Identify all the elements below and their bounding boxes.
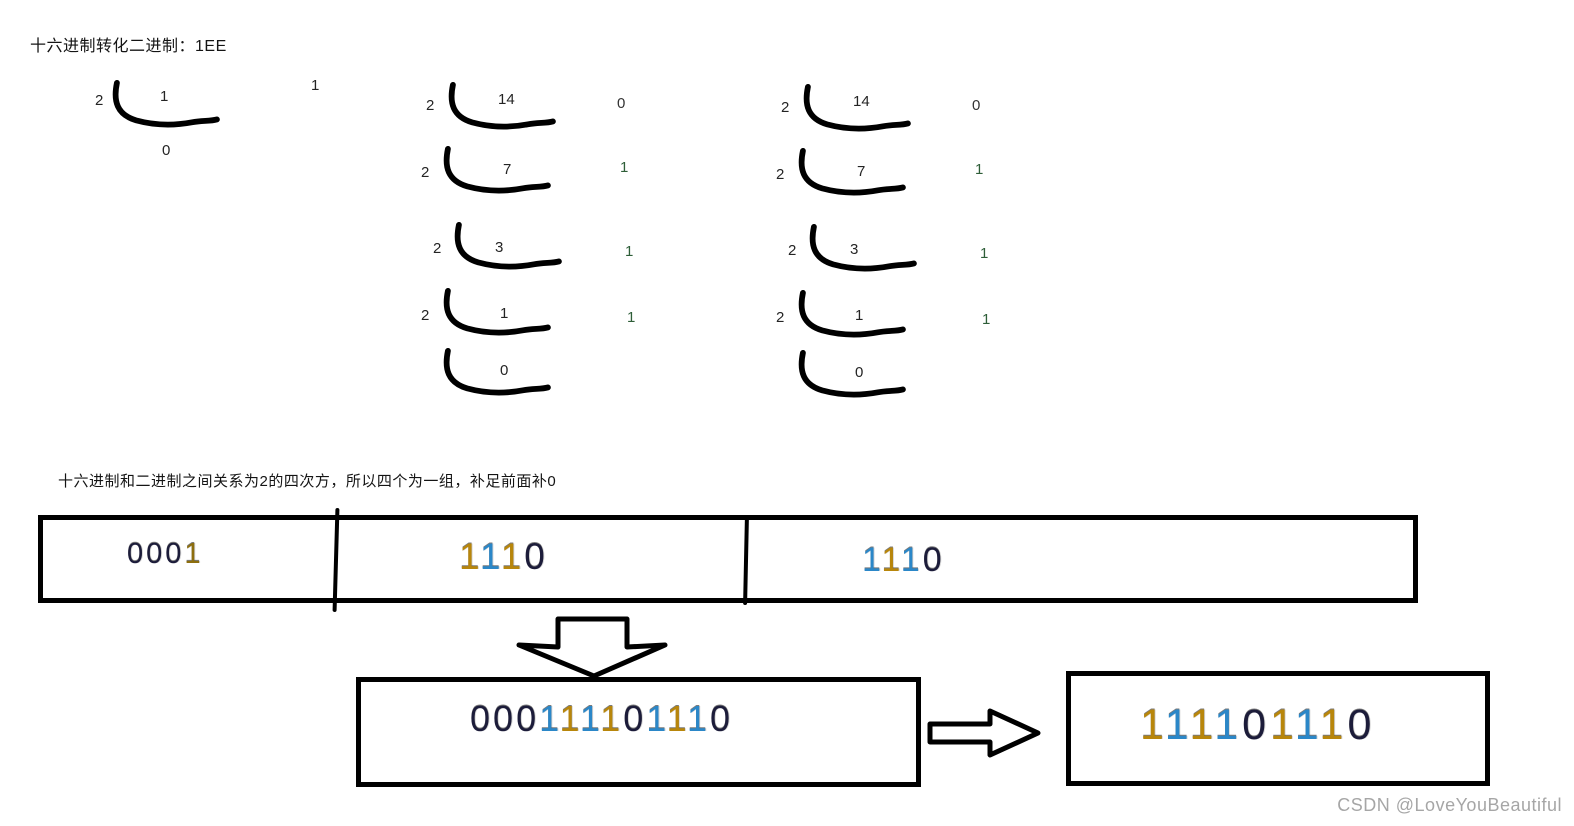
group-binary-1110-a: 1110	[459, 536, 548, 577]
grouping-note: 十六进制和二进制之间关系为2的四次方，所以四个为一组，补足前面补0	[58, 473, 557, 490]
remainder: 1	[982, 311, 991, 328]
remainder: 1	[975, 161, 984, 178]
division-bracket	[792, 350, 910, 400]
grouping-box	[38, 515, 1418, 603]
final-quotient: 0	[500, 362, 509, 379]
divisor: 2	[95, 92, 104, 109]
remainder: 0	[617, 95, 626, 112]
combined-binary-box	[356, 677, 921, 787]
dividend: 3	[495, 239, 504, 256]
remainder: 1	[625, 243, 634, 260]
divisor: 2	[426, 97, 435, 114]
dividend: 7	[503, 161, 512, 178]
divisor: 2	[776, 309, 785, 326]
combined-binary-value: 000111101110	[470, 698, 734, 739]
final-quotient: 0	[855, 364, 864, 381]
division-bracket	[437, 348, 555, 398]
remainder: 1	[620, 159, 629, 176]
dividend: 1	[500, 305, 509, 322]
divisor: 2	[421, 164, 430, 181]
final-quotient: 0	[162, 142, 171, 159]
division-bracket	[437, 288, 555, 338]
arrow-right-icon	[927, 708, 1041, 758]
group-binary-1110-b: 1110	[862, 541, 945, 579]
divisor: 2	[776, 166, 785, 183]
dividend: 7	[857, 163, 866, 180]
remainder: 1	[627, 309, 636, 326]
divisor: 2	[788, 242, 797, 259]
division-bracket	[803, 224, 921, 274]
dividend: 1	[160, 88, 169, 105]
division-bracket	[448, 222, 566, 272]
dividend: 3	[850, 241, 859, 258]
group-binary-0001: 0001	[127, 538, 204, 570]
remainder: 1	[980, 245, 989, 262]
result-binary-box	[1066, 671, 1490, 786]
dividend: 1	[855, 307, 864, 324]
division-bracket	[792, 148, 910, 198]
divisor: 2	[781, 99, 790, 116]
page-title: 十六进制转化二进制：1EE	[30, 38, 227, 55]
division-bracket	[792, 290, 910, 340]
dividend: 14	[498, 91, 515, 108]
result-binary-value: 111101110	[1140, 701, 1376, 749]
remainder: 0	[972, 97, 981, 114]
divisor: 2	[433, 240, 442, 257]
divisor: 2	[421, 307, 430, 324]
remainder: 1	[311, 77, 320, 94]
division-bracket	[437, 146, 555, 196]
dividend: 14	[853, 93, 870, 110]
csdn-watermark: CSDN @LoveYouBeautiful	[1337, 795, 1562, 815]
arrow-down-icon	[516, 616, 668, 679]
